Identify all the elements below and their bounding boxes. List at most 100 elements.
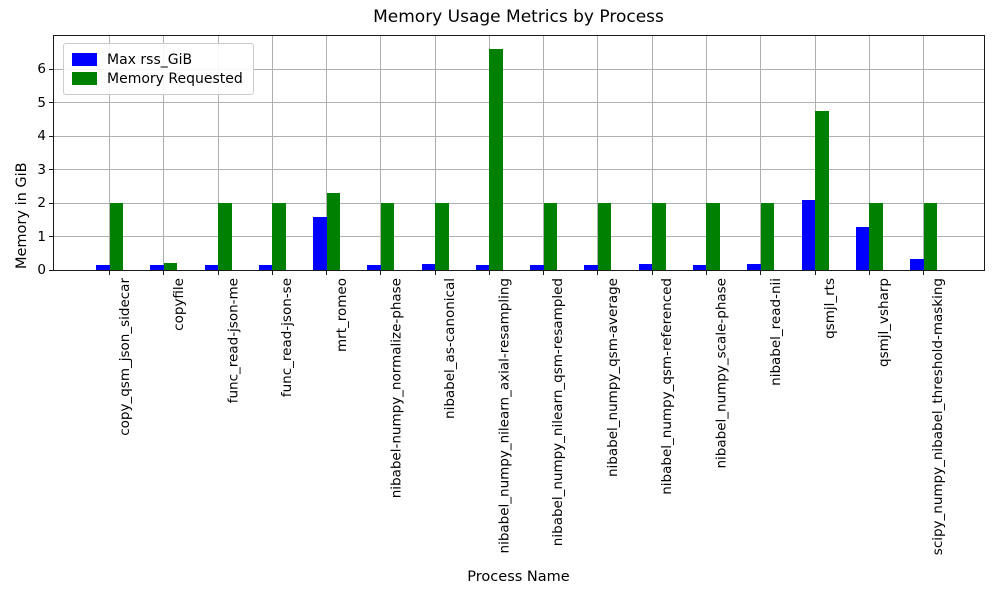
x-tick-label-text: nibabel_numpy_qsm-referenced [659,278,676,495]
bar-memory-requested [272,203,286,270]
bar-max-rss [421,264,436,270]
x-tick-label-text: nibabel_read-nii [767,278,784,386]
x-tick-label-text: scipy_numpy_nibabel_threshold-masking [930,278,947,556]
y-tick-label: 5 [37,94,46,111]
bar-memory-requested [109,203,123,270]
bar-max-rss [855,227,870,270]
bar-memory-requested [760,203,775,270]
x-tick-mark [109,271,110,275]
chart-title: Memory Usage Metrics by Process [373,7,664,27]
y-tick-mark [49,135,53,137]
x-tick-label-text: nibabel_numpy_nilearn_qsm-resampled [550,278,567,547]
bar-memory-requested [815,111,829,270]
y-tick-mark [49,269,53,271]
gridline-vertical [380,36,382,270]
x-tick-label-text: nibabel_numpy_qsm-average [604,278,621,477]
bar-max-rss [910,259,924,270]
bar-memory-requested [869,203,883,270]
gridline-vertical [651,36,653,270]
x-tick-mark [217,271,219,275]
x-tick-mark [760,271,762,275]
bar-memory-requested [706,203,720,270]
y-tick-label: 6 [37,61,46,78]
gridline-horizontal [54,202,984,204]
legend-swatch-max-rss [72,53,97,66]
gridline-vertical [109,36,110,270]
bar-memory-requested [652,203,666,270]
x-tick-label-text: nibabel_numpy_scale-phase [713,278,730,469]
y-tick-mark [49,68,53,70]
x-tick-mark [434,271,436,275]
gridline-vertical [760,36,762,270]
x-tick-label-text: nibabel_numpy_nilearn_axial-resampling [496,278,513,554]
bar-memory-requested [435,203,449,270]
bar-max-rss [204,265,219,270]
gridline-vertical [705,36,707,270]
bar-max-rss [150,265,164,270]
gridline-vertical [217,36,219,270]
bar-max-rss [367,265,381,270]
bar-memory-requested [489,49,503,270]
gridline-vertical [271,36,273,270]
bar-max-rss [530,265,544,270]
bar-max-rss [747,264,761,270]
bar-memory-requested [380,203,395,270]
x-tick-mark [868,271,870,275]
x-tick-label-text: func_read-json-me [225,278,242,404]
bar-memory-requested [218,203,232,270]
bar-max-rss [475,265,490,270]
x-tick-label-text: copyfile [170,278,187,331]
bar-max-rss [258,265,273,270]
y-tick-label: 3 [37,161,46,178]
x-tick-mark [488,271,490,275]
bar-max-rss [313,216,327,270]
y-tick-mark [49,102,53,104]
x-tick-label-text: qsmjl_rts [822,278,838,339]
x-tick-label-text: copy_qsm_json_sidecar [116,278,133,436]
chart-legend: Max rss_GiB Memory Requested [63,43,254,95]
gridline-horizontal [54,135,984,137]
gridline-vertical [543,36,545,270]
y-tick-mark [49,202,53,204]
legend-item-max-rss: Max rss_GiB [72,50,243,69]
legend-swatch-memory-requested [72,72,97,85]
gridline-horizontal [54,236,984,238]
x-tick-mark [705,271,707,275]
bar-max-rss [584,265,598,270]
gridline-horizontal [54,169,984,171]
gridline-vertical [326,36,328,270]
y-tick-mark [49,236,53,238]
x-tick-label-text: func_read-json-se [279,278,296,398]
y-tick-label: 4 [37,128,46,145]
x-tick-mark [326,271,328,275]
legend-item-memory-requested: Memory Requested [72,69,243,88]
legend-label-memory-requested: Memory Requested [107,70,243,87]
gridline-horizontal [54,102,984,104]
x-tick-mark [543,271,545,275]
x-tick-mark [923,271,925,275]
x-tick-label-text: nibabel-numpy_normalize-phase [387,278,404,499]
x-tick-label-text: qsmjl_vsharp [876,278,893,367]
gridline-horizontal [54,68,984,70]
x-tick-mark [814,271,816,275]
x-tick-mark [651,271,653,275]
gridline-vertical [923,36,925,270]
y-tick-label: 1 [37,228,46,245]
x-tick-mark [271,271,273,275]
y-tick-label: 2 [37,195,46,212]
legend-label-max-rss: Max rss_GiB [107,51,193,68]
x-tick-label-text: nibabel_as-canonical [442,278,459,419]
x-tick-mark [380,271,382,275]
bar-memory-requested [543,203,558,270]
bar-max-rss [96,265,110,270]
bar-memory-requested [326,193,341,270]
bar-max-rss [801,199,815,270]
bar-memory-requested [163,263,178,270]
y-tick-label: 0 [37,262,46,278]
bar-memory-requested [923,203,938,270]
gridline-vertical [163,36,165,270]
plot-area: Max rss_GiB Memory Requested [53,35,985,271]
x-tick-label-text: mrt_romeo [333,278,350,352]
gridline-vertical [868,36,870,270]
